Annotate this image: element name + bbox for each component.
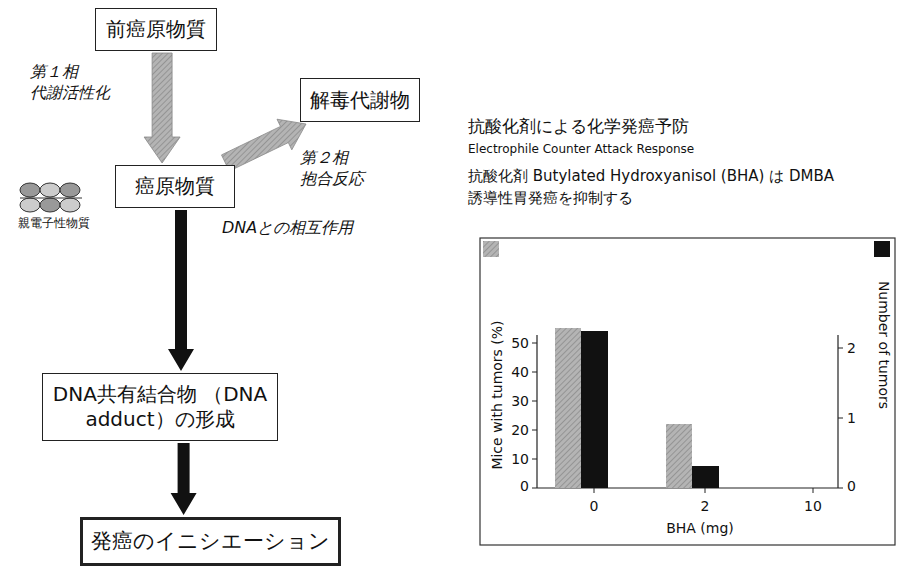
label-text: 10	[804, 498, 822, 515]
edge-label: 第１相 代謝活性化	[30, 62, 120, 104]
process-box: 癌原物質	[115, 165, 235, 208]
edge-label: DNAとの相互作用	[222, 218, 432, 239]
node-text: 前癌原物質	[106, 17, 206, 42]
node-text: 解毒代謝物	[310, 88, 410, 113]
chart-frame	[480, 238, 895, 545]
label-text: 0	[590, 498, 599, 515]
node-text: DNA共有結合物 （DNA adduct）の形成	[51, 382, 269, 432]
flow-arrow	[168, 210, 194, 371]
flow-arrow	[171, 443, 197, 515]
label-text: 50	[511, 335, 529, 352]
bar	[555, 328, 581, 488]
molecule-illustration	[20, 183, 82, 212]
node-text: 癌原物質	[135, 174, 215, 199]
legend-swatch	[483, 241, 499, 257]
process-box: 解毒代謝物	[300, 78, 420, 122]
label-text: 親電子性物質	[18, 216, 90, 230]
label-text: 30	[511, 393, 529, 410]
label-text: Number of tumors	[876, 281, 893, 409]
flow-arrow	[222, 119, 307, 171]
label-text: 20	[511, 422, 529, 439]
flow-arrow	[144, 53, 180, 163]
label-text: 0	[520, 478, 529, 495]
label-text: 抗酸化剤 Butylated Hydroxyanisol (BHA) は DMB…	[468, 166, 853, 210]
label-text: 抗酸化剤による化学発癌予防	[468, 116, 689, 136]
label-text: 40	[511, 364, 529, 381]
label-text: 2	[847, 340, 856, 357]
process-box: 発癌のイニシエーション	[80, 517, 341, 566]
node-text: 発癌のイニシエーション	[91, 528, 330, 554]
bar-chart	[480, 238, 895, 545]
label-text: Mice with tumors (%)	[489, 320, 506, 469]
bar	[666, 424, 692, 488]
edge-label: 第２相 抱合反応	[300, 148, 380, 190]
label-text: 1	[847, 410, 856, 427]
process-box: 前癌原物質	[95, 8, 217, 51]
label-text: Electrophile Counter Attack Response	[468, 142, 694, 156]
label-text: 2	[701, 498, 710, 515]
bar	[581, 331, 608, 488]
bar	[692, 466, 719, 488]
process-box: DNA共有結合物 （DNA adduct）の形成	[42, 373, 278, 441]
label-text: 10	[511, 451, 529, 468]
label-text: BHA (mg)	[666, 520, 734, 537]
label-text: 0	[847, 478, 856, 495]
legend-swatch	[874, 241, 890, 257]
